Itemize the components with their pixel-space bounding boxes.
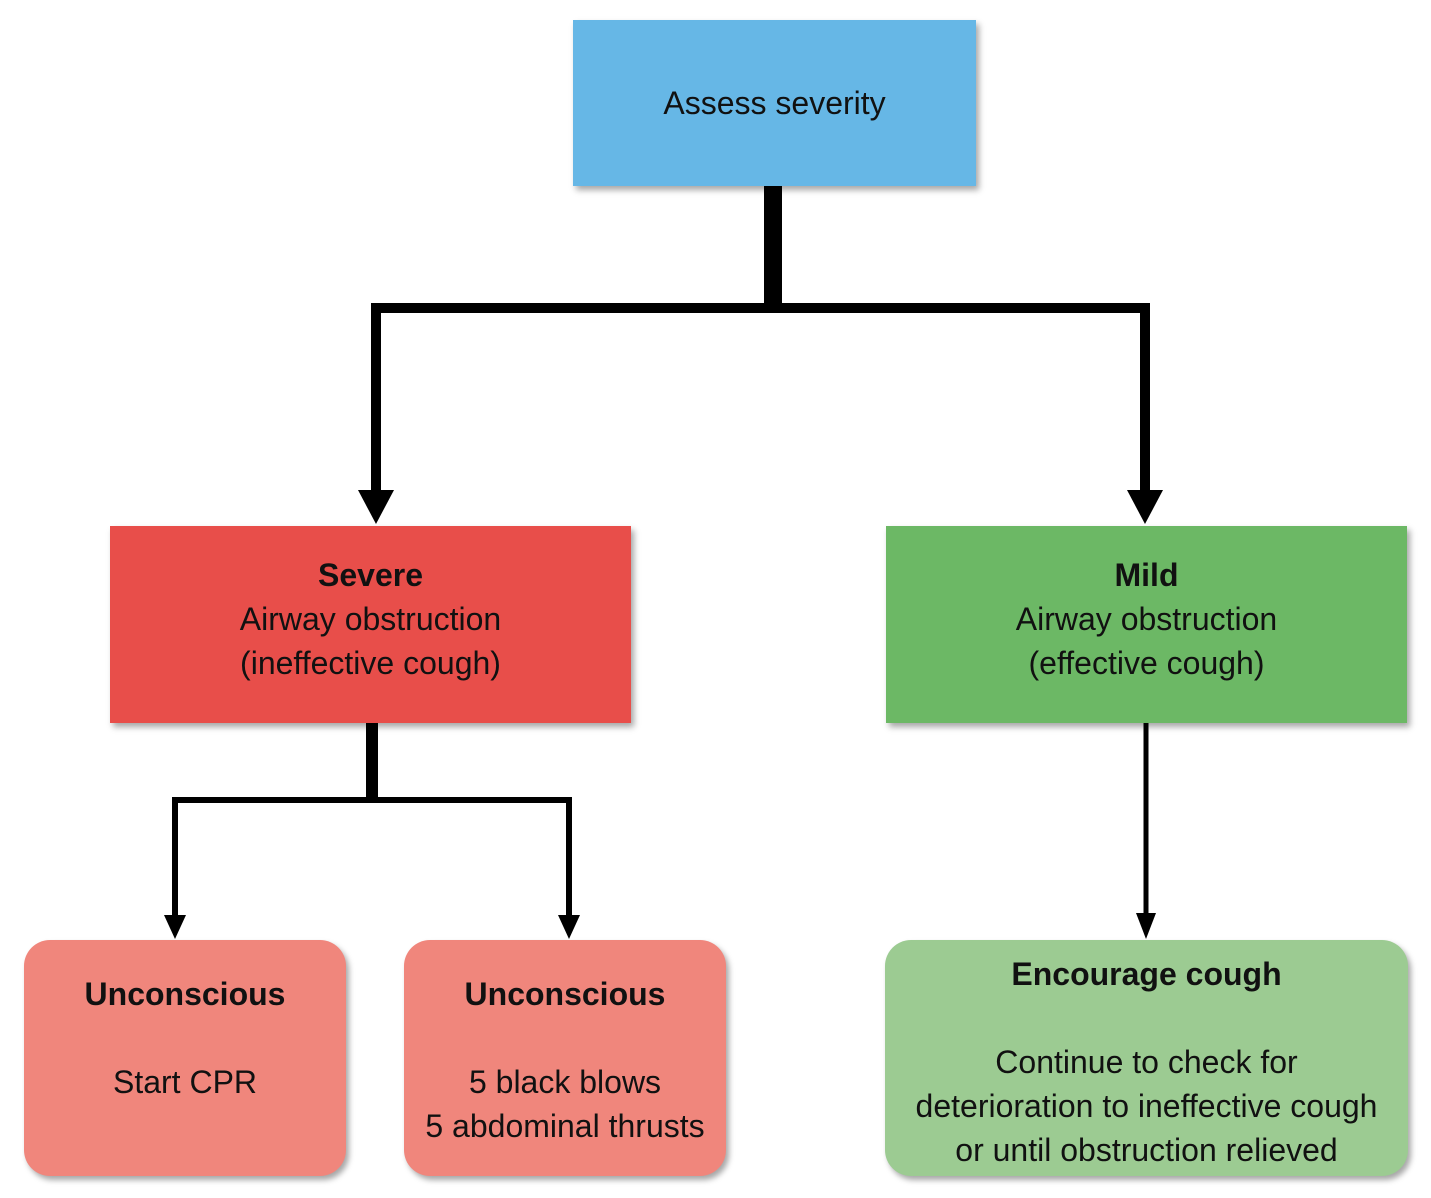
severe-line-1: Airway obstruction bbox=[239, 601, 502, 637]
arrowhead-to-unconscious-cpr bbox=[164, 915, 186, 939]
severe-obstruction-box: Severe Airway obstruction (ineffective c… bbox=[110, 526, 631, 723]
assess-severity-box: Assess severity bbox=[573, 20, 976, 186]
unconscious-blows-title: Unconscious bbox=[464, 976, 666, 1012]
unconscious-cpr-line-1: Start CPR bbox=[112, 1064, 258, 1100]
encourage-line-1: Continue to check for bbox=[995, 1044, 1298, 1080]
unconscious-cpr-title: Unconscious bbox=[84, 976, 286, 1012]
arrowhead-to-severe bbox=[358, 490, 394, 524]
arrowhead-to-unconscious-blows bbox=[558, 915, 580, 939]
unconscious-blows-line-2: 5 abdominal thrusts bbox=[425, 1108, 705, 1144]
severe-line-2: (ineffective cough) bbox=[240, 645, 501, 681]
mild-line-1: Airway obstruction bbox=[1015, 601, 1278, 637]
unconscious-cpr-box: Unconscious Start CPR bbox=[24, 940, 346, 1176]
unconscious-blows-box: Unconscious 5 black blows 5 abdominal th… bbox=[404, 940, 726, 1176]
encourage-line-3: or until obstruction relieved bbox=[955, 1132, 1338, 1168]
arrowhead-to-encourage bbox=[1136, 913, 1156, 939]
mild-obstruction-box: Mild Airway obstruction (effective cough… bbox=[886, 526, 1407, 723]
severe-title: Severe bbox=[318, 557, 423, 593]
encourage-cough-box: Encourage cough Continue to check for de… bbox=[885, 940, 1408, 1176]
mild-line-2: (effective cough) bbox=[1028, 645, 1265, 681]
arrowhead-to-mild bbox=[1127, 490, 1163, 524]
encourage-line-2: deterioration to ineffective cough bbox=[915, 1088, 1378, 1124]
encourage-cough-title: Encourage cough bbox=[1011, 956, 1282, 992]
assess-severity-text: Assess severity bbox=[663, 85, 886, 121]
mild-title: Mild bbox=[1114, 557, 1179, 593]
unconscious-blows-line-1: 5 black blows bbox=[468, 1064, 662, 1100]
edge-severe-to-unconscious bbox=[172, 723, 572, 918]
edge-assess-to-severe-and-mild bbox=[371, 186, 1150, 496]
